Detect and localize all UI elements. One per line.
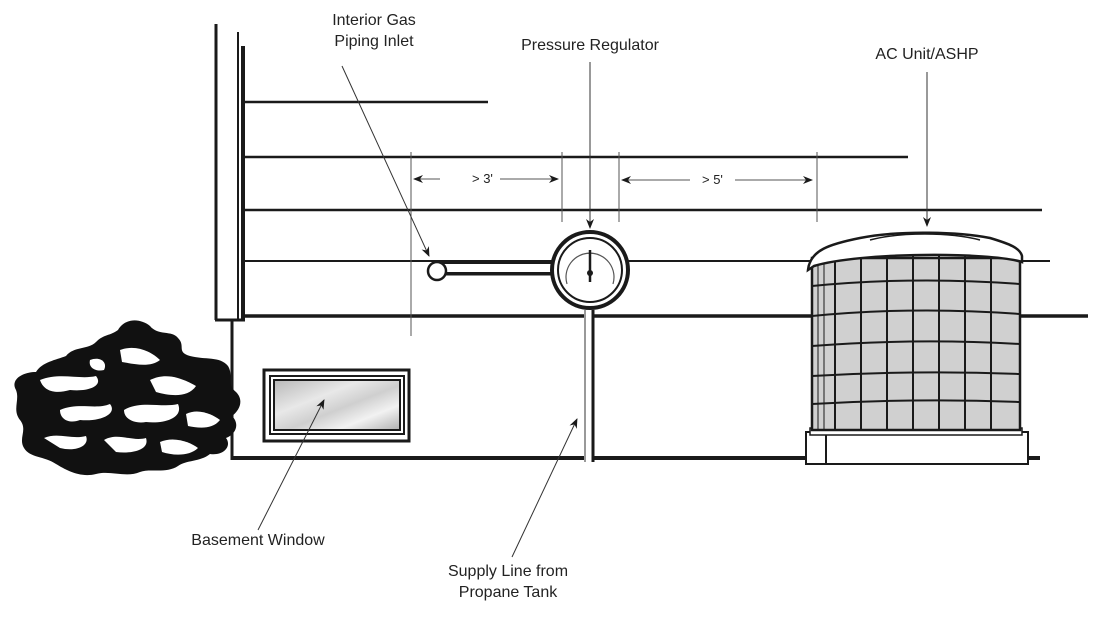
shrub-icon [14, 320, 241, 476]
leader-basement-window [257, 399, 325, 531]
label-supply-line1: Supply Line from [447, 563, 569, 580]
label-interior-gas-line1: Interior Gas [332, 12, 416, 29]
dimension-inlet-to-regulator: > 3' [470, 171, 495, 186]
label-interior-gas-inlet: Interior Gas Piping Inlet [308, 10, 440, 52]
pressure-regulator-icon [550, 230, 630, 310]
dimension-guides [410, 152, 818, 336]
label-ac-unit: AC Unit/ASHP [875, 46, 979, 63]
leader-interior-gas [341, 65, 430, 257]
callout-leaders [257, 62, 931, 558]
ac-unit-icon [805, 231, 1029, 465]
label-pressure-regulator: Pressure Regulator [521, 37, 659, 54]
supply-line-pipe [584, 310, 595, 462]
interior-gas-inlet [426, 260, 556, 282]
label-supply-line2: Propane Tank [458, 584, 558, 601]
label-basement-window: Basement Window [191, 532, 325, 549]
label-supply-line: Supply Line from Propane Tank [428, 561, 588, 603]
basement-window [262, 368, 411, 443]
label-interior-gas-line2: Piping Inlet [334, 33, 414, 50]
dimension-regulator-to-ac: > 5' [700, 172, 725, 187]
leader-supply-line [511, 418, 578, 558]
